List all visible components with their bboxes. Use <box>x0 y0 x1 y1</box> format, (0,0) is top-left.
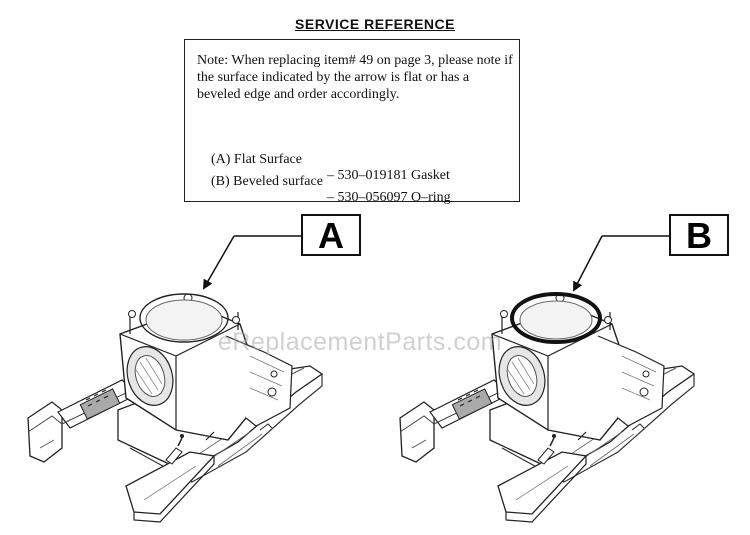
cylinder-bore-b <box>519 300 593 340</box>
option-b-part-number: – 530–056097 O–ring <box>327 190 451 205</box>
service-reference-title: SERVICE REFERENCE <box>295 16 455 32</box>
housing-a-flat-surface <box>27 293 323 523</box>
callout-a-arrow <box>203 235 235 290</box>
callout-label-a: A <box>301 214 361 256</box>
option-beveled-surface: (B) Beveled surface – 530–056097 O–ring <box>197 158 451 222</box>
note-box: Note: When replacing item# 49 on page 3,… <box>184 39 520 205</box>
cylinder-bore-a <box>145 299 223 341</box>
option-a-label: (A) Flat Surface <box>211 152 302 167</box>
option-b-label: (B) Beveled surface <box>211 174 323 189</box>
flat-surface-rim <box>139 293 229 343</box>
note-text: Note: When replacing item# 49 on page 3,… <box>197 53 513 102</box>
o-ring <box>510 292 602 344</box>
callout-b-arrow <box>573 235 603 292</box>
housing-b-beveled-surface <box>399 292 695 523</box>
watermark: eReplacementParts.com <box>217 328 503 356</box>
option-flat-surface: (A) Flat Surface – 530–019181 Gasket <box>197 136 450 200</box>
callout-label-b: B <box>669 214 729 256</box>
option-a-part-number: – 530–019181 Gasket <box>327 168 450 183</box>
